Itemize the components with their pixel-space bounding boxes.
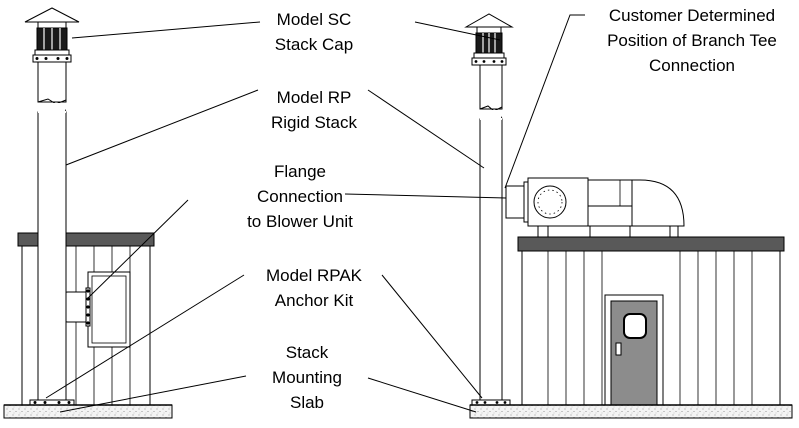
right-blower-elbow: [587, 179, 685, 227]
svg-text:to Blower Unit: to Blower Unit: [247, 212, 353, 231]
svg-text:Rigid Stack: Rigid Stack: [271, 113, 357, 132]
svg-text:Flange: Flange: [274, 162, 326, 181]
svg-text:Model RP: Model RP: [277, 88, 352, 107]
label-stack-cap: Model SC Stack Cap: [275, 10, 353, 54]
svg-text:Connection: Connection: [649, 56, 735, 75]
right-mounting-slab: [469, 404, 793, 419]
svg-text:Anchor Kit: Anchor Kit: [275, 291, 354, 310]
blower-flange-ring: [533, 185, 567, 219]
label-rigid-stack: Model RP Rigid Stack: [271, 88, 357, 132]
label-mounting-slab: Stack Mounting Slab: [272, 343, 342, 412]
right-stack-cap-hood: [464, 13, 514, 28]
svg-text:Customer Determined: Customer Determined: [609, 6, 775, 25]
left-blower-unit: [87, 271, 131, 348]
left-stack-cap-hood: [24, 7, 80, 23]
right-wall-siding: [547, 250, 753, 405]
svg-text:Mounting: Mounting: [272, 368, 342, 387]
svg-text:Position of Branch Tee: Position of Branch Tee: [607, 31, 777, 50]
door-window: [623, 313, 647, 339]
label-flange-connection: Flange Connection to Blower Unit: [247, 162, 353, 231]
svg-text:Connection: Connection: [257, 187, 343, 206]
right-building: [505, 177, 785, 406]
svg-text:Stack Cap: Stack Cap: [275, 35, 353, 54]
svg-text:Stack: Stack: [286, 343, 329, 362]
svg-text:Model SC: Model SC: [277, 10, 352, 29]
svg-text:Model RPAK: Model RPAK: [266, 266, 363, 285]
right-blower-base: [537, 225, 679, 238]
label-branch-tee: Customer Determined Position of Branch T…: [607, 6, 777, 75]
svg-text:Slab: Slab: [290, 393, 324, 412]
door-handle: [615, 342, 622, 356]
right-stack: [464, 13, 514, 406]
right-roof: [517, 236, 785, 252]
leader-lines: [45, 14, 585, 413]
left-stack: [24, 7, 80, 406]
label-anchor-kit: Model RPAK Anchor Kit: [266, 266, 363, 310]
